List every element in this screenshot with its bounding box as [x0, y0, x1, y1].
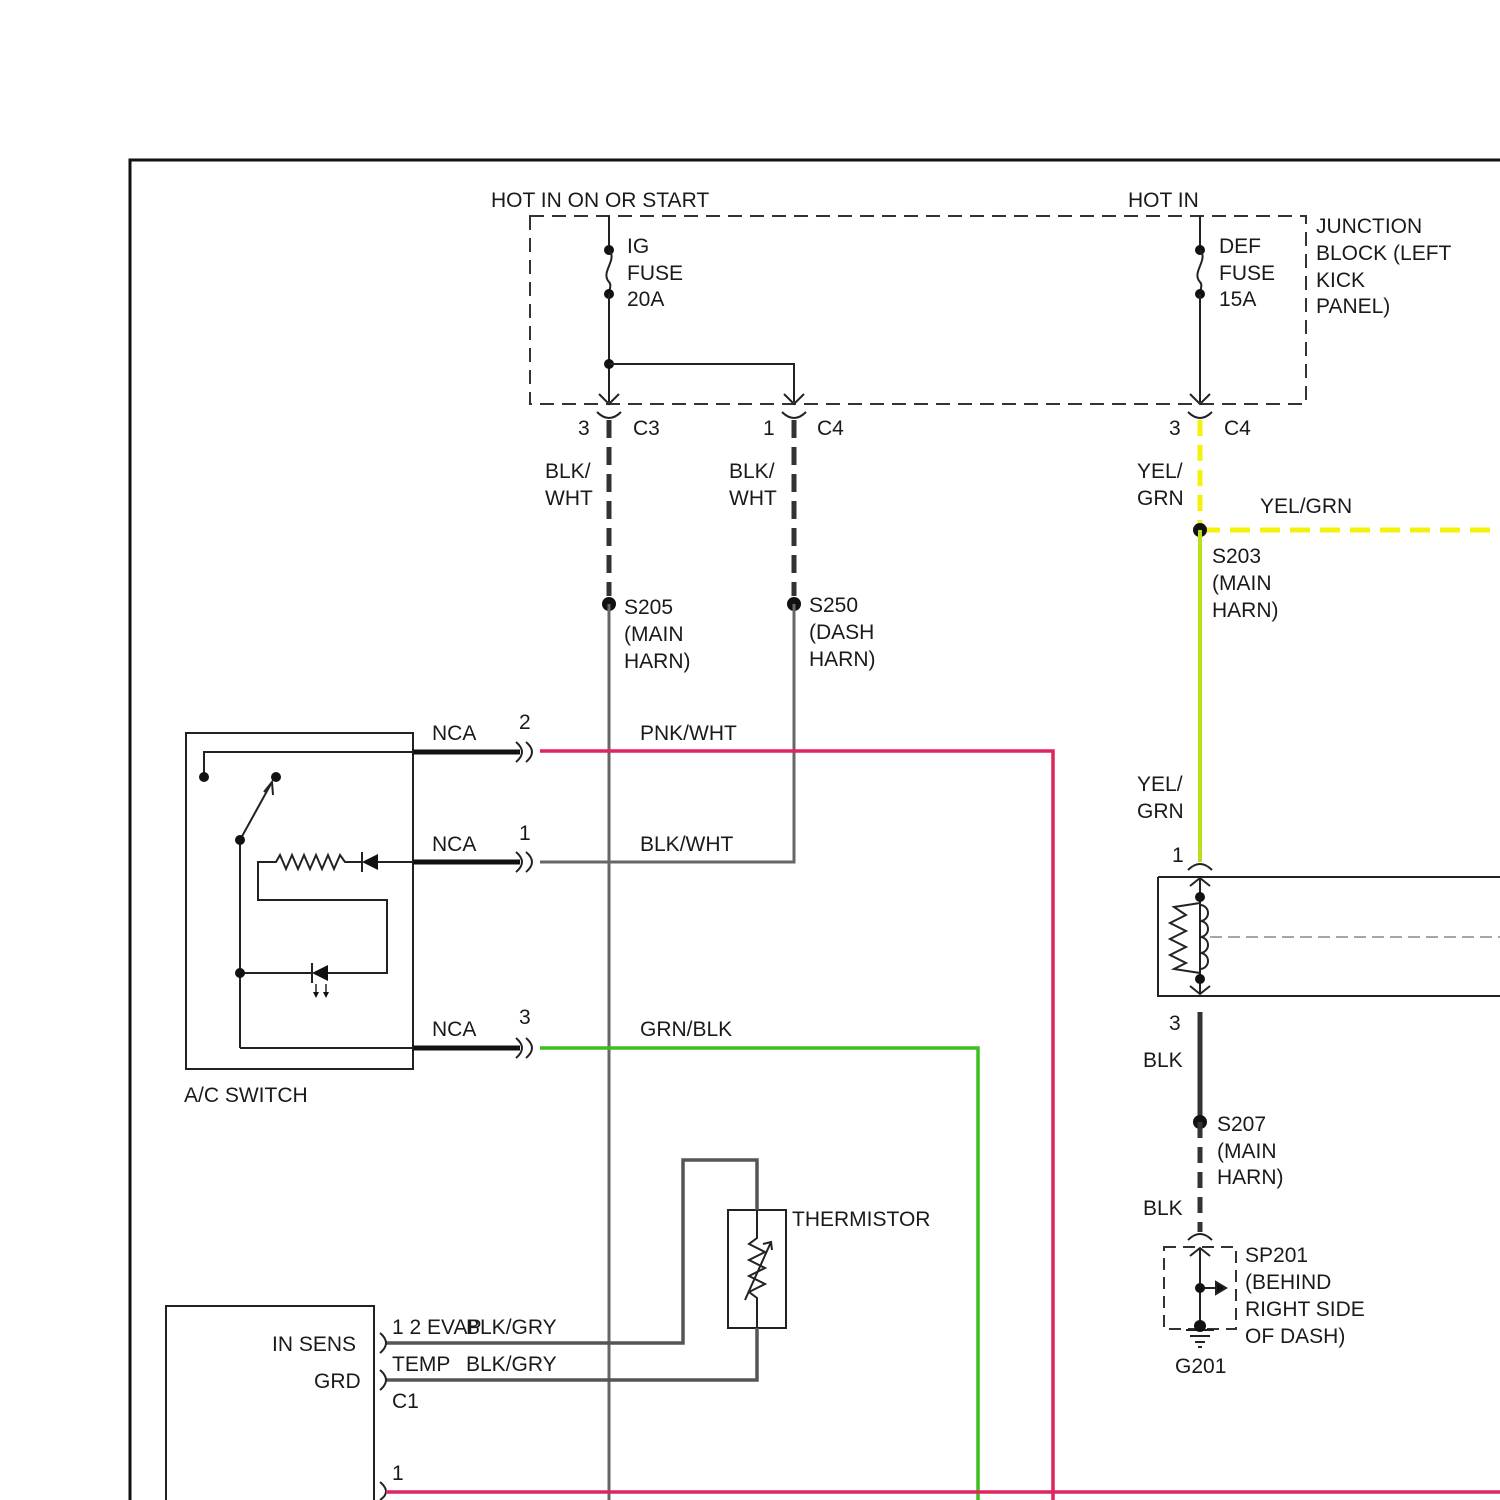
pnk-wht-label: PNK/WHT [640, 722, 737, 745]
module-connectors [380, 1333, 386, 1500]
yel-grn-top-label-1: YEL/ [1137, 460, 1183, 483]
blk-upper-label: BLK [1143, 1049, 1183, 1072]
g201-label: G201 [1175, 1355, 1226, 1378]
c3-connector-label: C3 [633, 417, 660, 440]
s205-label-2: (MAIN [624, 623, 684, 646]
thermistor-label: THERMISTOR [792, 1208, 930, 1231]
s207-label-2: (MAIN [1217, 1140, 1277, 1163]
sp201-label-3: RIGHT SIDE [1245, 1298, 1365, 1321]
module-pin-1: 1 [392, 1462, 404, 1485]
junction-block-title-3: KICK [1316, 269, 1365, 292]
s250-label-2: (DASH [809, 621, 874, 644]
s250-label-3: HARN) [809, 648, 876, 671]
ig-fuse-label-2: FUSE [627, 262, 683, 285]
blk-wht-mid-label: BLK/WHT [640, 833, 734, 856]
junction-connectors [597, 394, 1212, 418]
def-fuse-label-3: 15A [1219, 288, 1256, 311]
s250-label-1: S250 [809, 594, 858, 617]
blk-wht-left-label-2: WHT [545, 487, 593, 510]
blk-wht-left-label-1: BLK/ [545, 460, 591, 483]
s207-label-1: S207 [1217, 1113, 1266, 1136]
junction-block-title-1: JUNCTION [1316, 215, 1422, 238]
yel-grn-lower-label-1: YEL/ [1137, 773, 1183, 796]
blk-wht-right-label-1: BLK/ [729, 460, 775, 483]
s205-label-1: S205 [624, 596, 673, 619]
s203-label-2: (MAIN [1212, 572, 1272, 595]
yel-grn-lower-label-2: GRN [1137, 800, 1184, 823]
grd-label: GRD [314, 1370, 361, 1393]
c4-left-pin-number: 1 [763, 417, 775, 440]
def-fuse-label-2: FUSE [1219, 262, 1275, 285]
c1-connector-label: C1 [392, 1390, 419, 1413]
s203-label-1: S203 [1212, 545, 1261, 568]
ac-switch-label: A/C SWITCH [184, 1084, 308, 1107]
c3-pin-number: 3 [578, 417, 590, 440]
blk-wht-right-label-2: WHT [729, 487, 777, 510]
sp201-label-2: (BEHIND [1245, 1271, 1331, 1294]
s205-label-3: HARN) [624, 650, 691, 673]
ig-fuse-label-3: 20A [627, 288, 664, 311]
s207-label-3: HARN) [1217, 1166, 1284, 1189]
c4-right-connector-label: C4 [1224, 417, 1251, 440]
nca-label-3: NCA [432, 1018, 476, 1041]
def-fuse-symbol [1197, 250, 1202, 294]
ig-fuse-label-1: IG [627, 235, 649, 258]
yel-grn-branch-label: YEL/GRN [1260, 495, 1352, 518]
hot-in-label: HOT IN [1128, 189, 1199, 212]
s203-label-3: HARN) [1212, 599, 1279, 622]
module-pin-line-2: TEMP [392, 1353, 450, 1376]
ig-fuse-symbol [606, 250, 611, 294]
blk-gry-label-2: BLK/GRY [466, 1353, 557, 1376]
pin-3-number: 3 [519, 1006, 531, 1029]
junction-block-title-4: PANEL) [1316, 295, 1390, 318]
relay-pin-3: 3 [1169, 1012, 1181, 1035]
nca-label-1: NCA [432, 833, 476, 856]
diode-icon [362, 852, 378, 872]
pin-2-number: 2 [519, 711, 531, 734]
def-fuse-label-1: DEF [1219, 235, 1261, 258]
c4-right-pin-number: 3 [1169, 417, 1181, 440]
pin-1-number: 1 [519, 822, 531, 845]
grn-blk-label: GRN/BLK [640, 1018, 732, 1041]
thermistor-icon [745, 1210, 772, 1328]
grn-blk-wire [540, 1048, 978, 1500]
nca-label-2: NCA [432, 722, 476, 745]
ground-icon [1186, 1330, 1214, 1347]
led-icon [312, 963, 329, 998]
c4-left-connector-label: C4 [817, 417, 844, 440]
relay-pin-1: 1 [1172, 844, 1184, 867]
sp201-label-1: SP201 [1245, 1244, 1308, 1267]
module-pin-line-1: 1 2 EVAP [392, 1316, 482, 1339]
sp201-label-4: OF DASH) [1245, 1325, 1345, 1348]
junction-block-title-2: BLOCK (LEFT [1316, 242, 1452, 265]
yel-grn-top-label-2: GRN [1137, 487, 1184, 510]
ac-switch-internal [204, 752, 413, 1048]
hot-on-start-label: HOT IN ON OR START [491, 189, 709, 212]
in-sens-label: IN SENS [272, 1333, 356, 1356]
blk-lower-label: BLK [1143, 1197, 1183, 1220]
